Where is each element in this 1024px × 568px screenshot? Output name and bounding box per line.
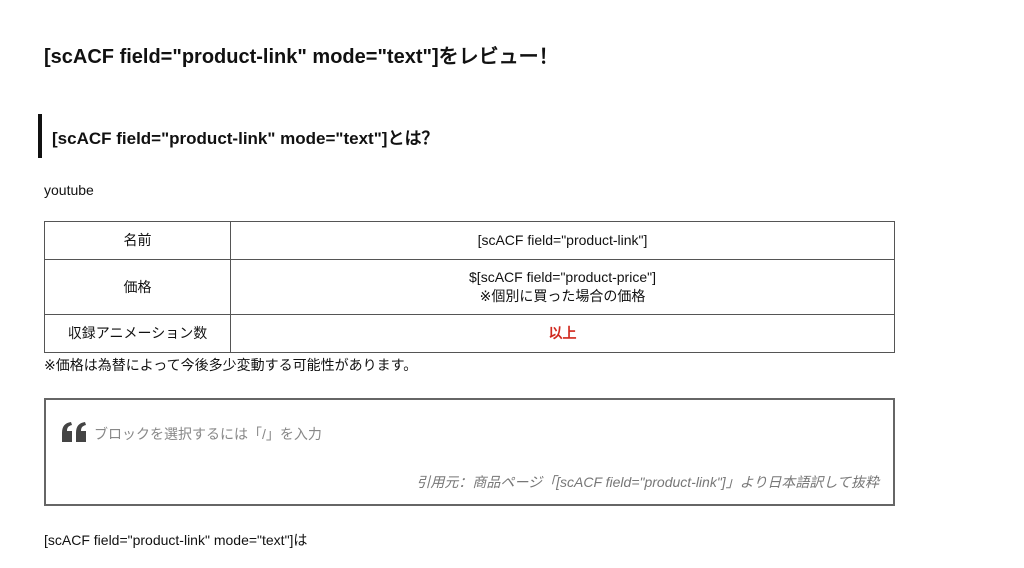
table-value-cell: $[scACF field="product-price"] ※個別に買った場合… <box>230 259 895 315</box>
table-label: 名前 <box>44 221 231 260</box>
closing-paragraph[interactable]: [scACF field="product-link" mode="text"]… <box>44 532 308 548</box>
product-table: 名前 [scACF field="product-link"] 価格 $[scA… <box>44 221 895 353</box>
page-title: [scACF field="product-link" mode="text"]… <box>44 46 559 68</box>
table-row: 価格 $[scACF field="product-price"] ※個別に買っ… <box>44 259 895 315</box>
table-row: 収録アニメーション数 以上 <box>44 314 895 353</box>
quote-placeholder[interactable]: ブロックを選択するには「/」を入力 <box>94 426 322 442</box>
table-value: 以上 <box>230 314 895 353</box>
table-value: [scACF field="product-link"] <box>230 221 895 260</box>
table-label: 価格 <box>44 259 231 315</box>
table-label: 収録アニメーション数 <box>44 314 231 353</box>
quote-citation[interactable]: 引用元：商品ページ「[scACF field="product-link"]」よ… <box>416 474 879 490</box>
quote-icon <box>62 422 86 447</box>
price-note: ※価格は為替によって今後多少変動する可能性があります。 <box>44 357 418 373</box>
quote-block[interactable]: ブロックを選択するには「/」を入力 引用元：商品ページ「[scACF field… <box>44 398 895 506</box>
table-value: $[scACF field="product-price"] <box>469 269 656 285</box>
intro-paragraph[interactable]: youtube <box>44 182 94 198</box>
section-heading: [scACF field="product-link" mode="text"]… <box>38 114 438 158</box>
table-row: 名前 [scACF field="product-link"] <box>44 221 895 260</box>
table-value-note: ※個別に買った場合の価格 <box>479 288 646 304</box>
